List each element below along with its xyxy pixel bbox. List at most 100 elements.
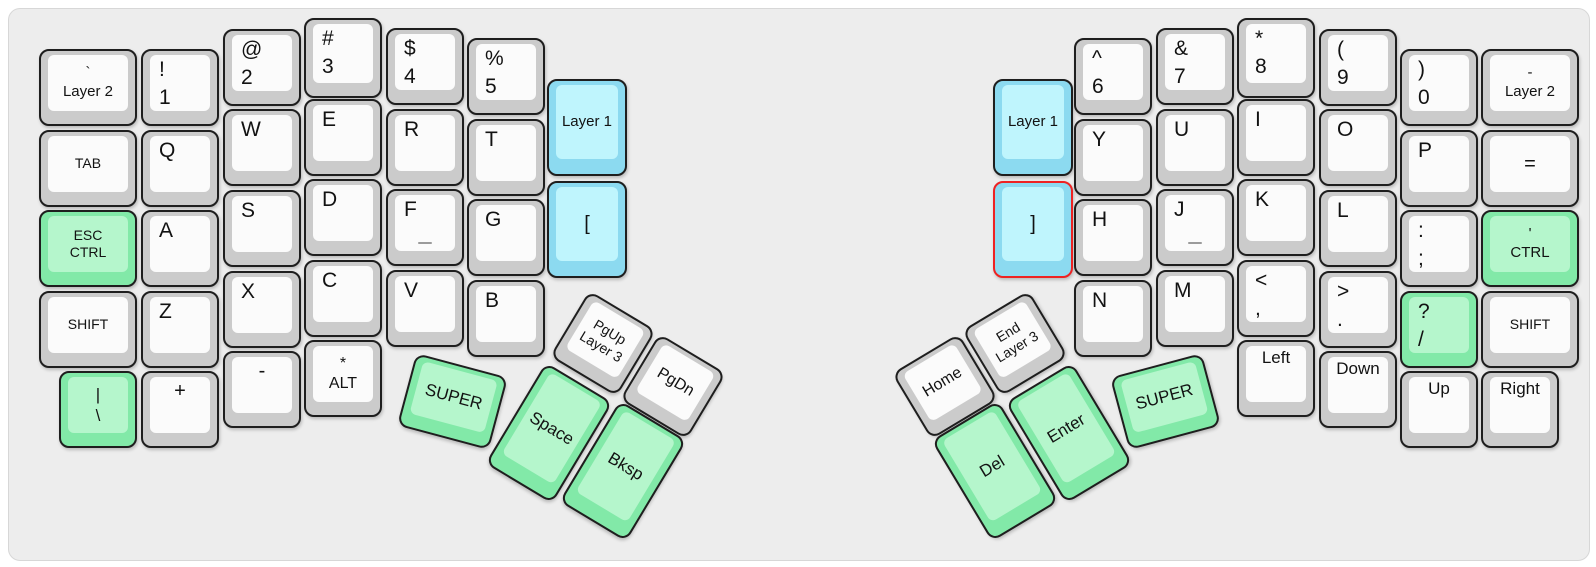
keycap: (9 [1328,35,1388,91]
key-m[interactable]: M [1156,270,1234,347]
key-5[interactable]: %5 [467,38,545,115]
keycap: Y [1083,125,1143,181]
key-up-arrow[interactable]: Up [1400,371,1478,448]
keycap: *8 [1246,24,1306,83]
keycap: S [232,196,292,252]
key-label: J [1174,198,1185,221]
key-e[interactable]: E [304,99,382,176]
key-label: Down [1336,359,1380,378]
key-y[interactable]: Y [1074,119,1152,196]
key-layer2-left[interactable]: `Layer 2 [39,49,137,126]
keycap: U [1165,115,1225,171]
key-semicolon[interactable]: :; [1400,210,1478,287]
key-6[interactable]: ^6 [1074,38,1152,115]
keycap: PgDn [635,343,716,423]
key-c[interactable]: C [304,260,382,337]
key-9[interactable]: (9 [1319,29,1397,106]
key-alt[interactable]: *ALT [304,340,382,417]
keycap: Down [1328,357,1388,413]
key-label: 0 [1418,86,1430,109]
keycap: P [1409,136,1469,192]
key-label: Y [1092,128,1107,151]
key-4[interactable]: $4 [386,28,464,105]
key-label: / [1418,328,1424,351]
keycap: SHIFT [48,297,128,353]
key-label: ) [1418,58,1425,81]
key-n[interactable]: N [1074,280,1152,357]
key-k[interactable]: K [1237,179,1315,256]
key-b[interactable]: B [467,280,545,357]
key-label: : [1418,219,1424,242]
key-right-bracket[interactable]: ] [993,181,1073,278]
key-l[interactable]: L [1319,190,1397,267]
key-shift-left[interactable]: SHIFT [39,291,137,368]
key-label: . [1337,308,1343,331]
key-left-bracket[interactable]: [ [547,181,627,278]
key-pipe-backslash[interactable]: |\ [59,371,137,448]
key-q[interactable]: Q [141,130,219,207]
key-label: 2 [241,66,253,89]
key-1[interactable]: !1 [141,49,219,126]
key-h[interactable]: H [1074,199,1152,276]
key-label: 5 [485,75,497,98]
key-label: U [1174,118,1190,141]
keycap: &7 [1165,34,1225,90]
key-comma[interactable]: <, [1237,260,1315,337]
key-label: D [322,188,338,211]
key-z[interactable]: Z [141,291,219,368]
key-minus[interactable]: - [223,351,301,428]
key-s[interactable]: S [223,190,301,267]
key-label: 4 [404,65,416,88]
key-right-arrow[interactable]: Right [1481,371,1559,448]
key-layer2-right[interactable]: -Layer 2 [1481,49,1579,126]
key-label: [ [584,212,590,235]
keycap: !1 [150,55,210,111]
key-label: 6 [1092,75,1104,98]
key-j[interactable]: J [1156,189,1234,266]
key-a[interactable]: A [141,210,219,287]
key-w[interactable]: W [223,109,301,186]
key-f[interactable]: F [386,189,464,266]
key-layer1-left[interactable]: Layer 1 [547,79,627,176]
key-o[interactable]: O [1319,109,1397,186]
key-tab[interactable]: TAB [39,130,137,207]
key-i[interactable]: I [1237,99,1315,176]
key-t[interactable]: T [467,119,545,196]
key-u[interactable]: U [1156,109,1234,186]
key-label: R [404,118,420,141]
key-g[interactable]: G [467,199,545,276]
keycap: [ [556,187,618,261]
key-label: W [241,118,261,141]
key-label: 3 [322,55,334,78]
key-8[interactable]: *8 [1237,18,1315,98]
key-slash[interactable]: ?/ [1400,291,1478,368]
key-label: ^ [1092,47,1102,70]
key-0[interactable]: )0 [1400,49,1478,126]
key-shift-right[interactable]: SHIFT [1481,291,1579,368]
key-2[interactable]: @2 [223,29,301,106]
key-p[interactable]: P [1400,130,1478,207]
key-label: O [1337,118,1354,141]
key-7[interactable]: &7 [1156,28,1234,105]
keycap: Up [1409,377,1469,433]
key-super-right[interactable]: SUPER [1109,352,1222,451]
key-3[interactable]: #3 [304,18,382,98]
key-left-arrow[interactable]: Left [1237,340,1315,417]
key-quote-ctrl[interactable]: 'CTRL [1481,210,1579,287]
key-down-arrow[interactable]: Down [1319,351,1397,428]
key-period[interactable]: >. [1319,271,1397,348]
key-layer1-right[interactable]: Layer 1 [993,79,1073,176]
keycap: )0 [1409,55,1469,111]
key-label: F [404,198,417,221]
key-label: SUPER [1133,380,1196,414]
key-super-left[interactable]: SUPER [396,352,509,451]
key-v[interactable]: V [386,270,464,347]
key-x[interactable]: X [223,271,301,348]
key-equals[interactable]: = [1481,130,1579,207]
key-d[interactable]: D [304,179,382,256]
key-plus[interactable]: + [141,371,219,448]
key-r[interactable]: R [386,109,464,186]
keycap: -Layer 2 [1490,55,1570,111]
